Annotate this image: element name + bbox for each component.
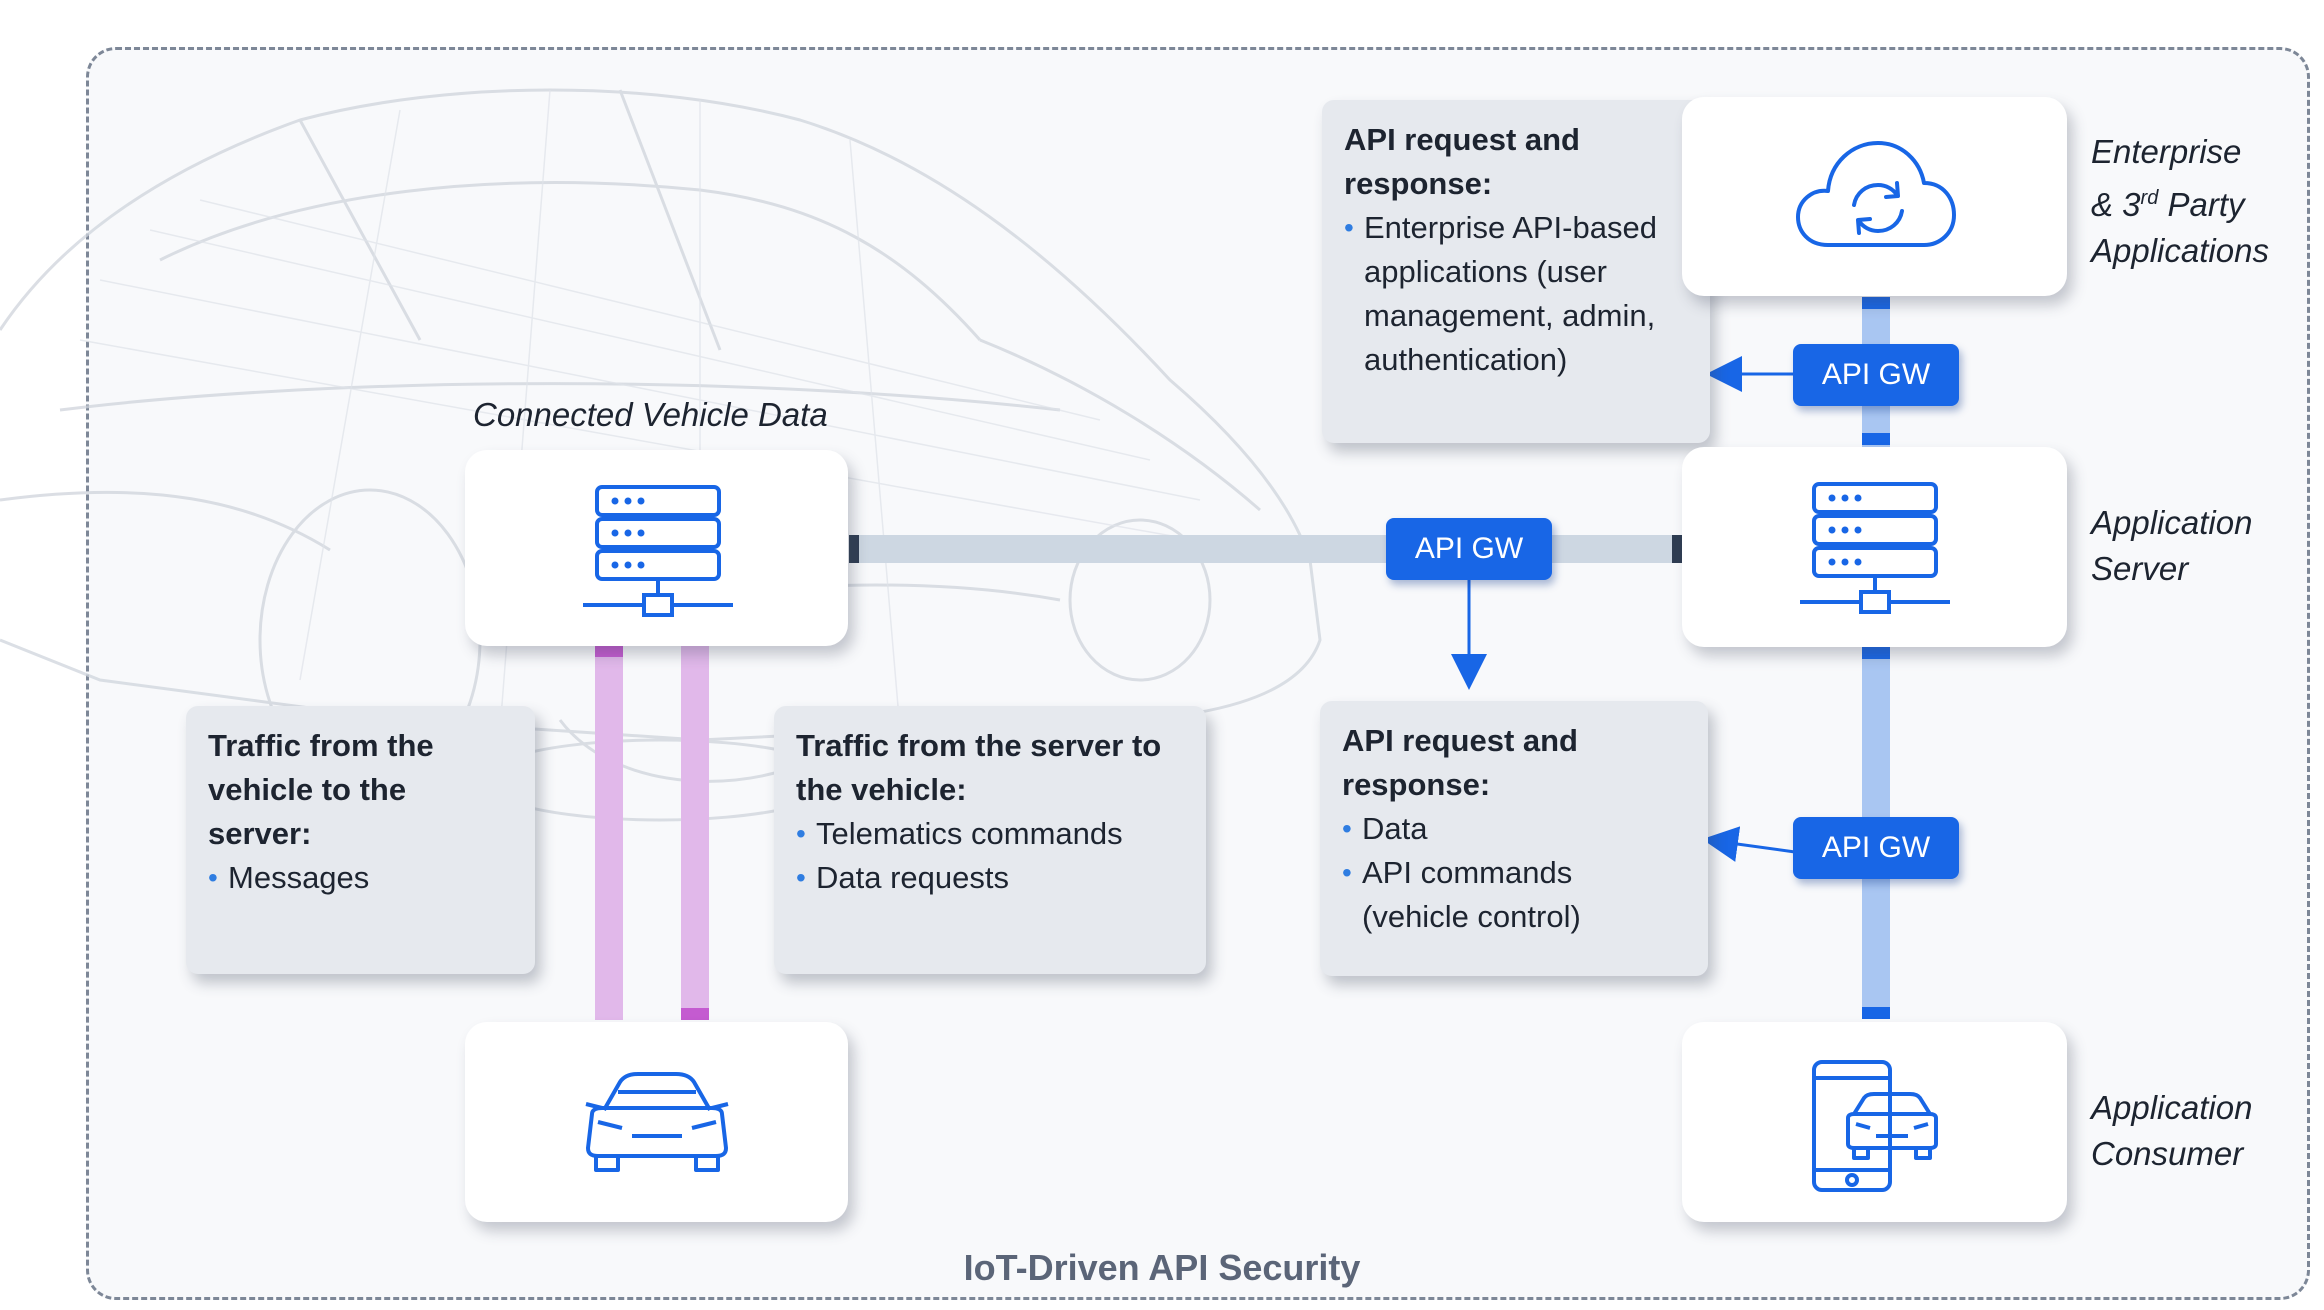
application-server-node bbox=[1682, 447, 2067, 647]
vehicle-node bbox=[465, 1022, 848, 1222]
list-item: Data bbox=[1342, 807, 1686, 851]
note-heading: Traffic from the server to the vehicle: bbox=[796, 728, 1162, 807]
note-consumer-api: API request and response: Data API comma… bbox=[1320, 701, 1708, 976]
api-gateway-top: API GW bbox=[1793, 344, 1959, 406]
application-server-label: Application Server bbox=[2091, 504, 2253, 587]
note-list: Messages bbox=[208, 856, 513, 900]
api-gateway-middle: API GW bbox=[1386, 518, 1552, 580]
car-wireframe-illustration bbox=[0, 88, 1322, 822]
connected-vehicle-node bbox=[465, 450, 848, 646]
note-vehicle-to-server: Traffic from the vehicle to the server: … bbox=[186, 706, 535, 974]
phone-car-icon bbox=[1812, 1060, 1938, 1192]
cloud-sync-icon bbox=[1796, 141, 1956, 247]
connected-vehicle-label: Connected Vehicle Data bbox=[473, 396, 828, 433]
arrow-to-consumer-note bbox=[1702, 826, 1796, 862]
api-gateway-bottom: API GW bbox=[1793, 817, 1959, 879]
server-icon bbox=[583, 485, 733, 617]
diagram-title: IoT-Driven API Security bbox=[963, 1247, 1361, 1288]
list-item: Telematics commands bbox=[796, 812, 1184, 856]
server-icon bbox=[1800, 482, 1950, 614]
list-item: Messages bbox=[208, 856, 513, 900]
application-consumer-node bbox=[1682, 1022, 2067, 1222]
enterprise-node bbox=[1682, 97, 2067, 296]
note-enterprise-api: API request and response: Enterprise API… bbox=[1322, 100, 1710, 443]
note-list: Enterprise API-based applications (user … bbox=[1344, 206, 1688, 382]
list-item: Data requests bbox=[796, 856, 1184, 900]
note-heading: API request and response: bbox=[1342, 723, 1578, 802]
list-item: Enterprise API-based applications (user … bbox=[1344, 206, 1688, 382]
traffic-link-uplink bbox=[595, 645, 623, 1020]
note-heading: Traffic from the vehicle to the server: bbox=[208, 728, 434, 851]
list-item: API commands (vehicle control) bbox=[1342, 851, 1686, 939]
note-heading: API request and response: bbox=[1344, 122, 1580, 201]
car-icon bbox=[585, 1072, 729, 1172]
traffic-link-downlink bbox=[681, 645, 709, 1020]
link-vehicle-server bbox=[855, 535, 1682, 563]
application-consumer-label: Application Consumer bbox=[2091, 1089, 2253, 1172]
note-list: Data API commands (vehicle control) bbox=[1342, 807, 1686, 939]
note-server-to-vehicle: Traffic from the server to the vehicle: … bbox=[774, 706, 1206, 974]
note-list: Telematics commands Data requests bbox=[796, 812, 1184, 900]
